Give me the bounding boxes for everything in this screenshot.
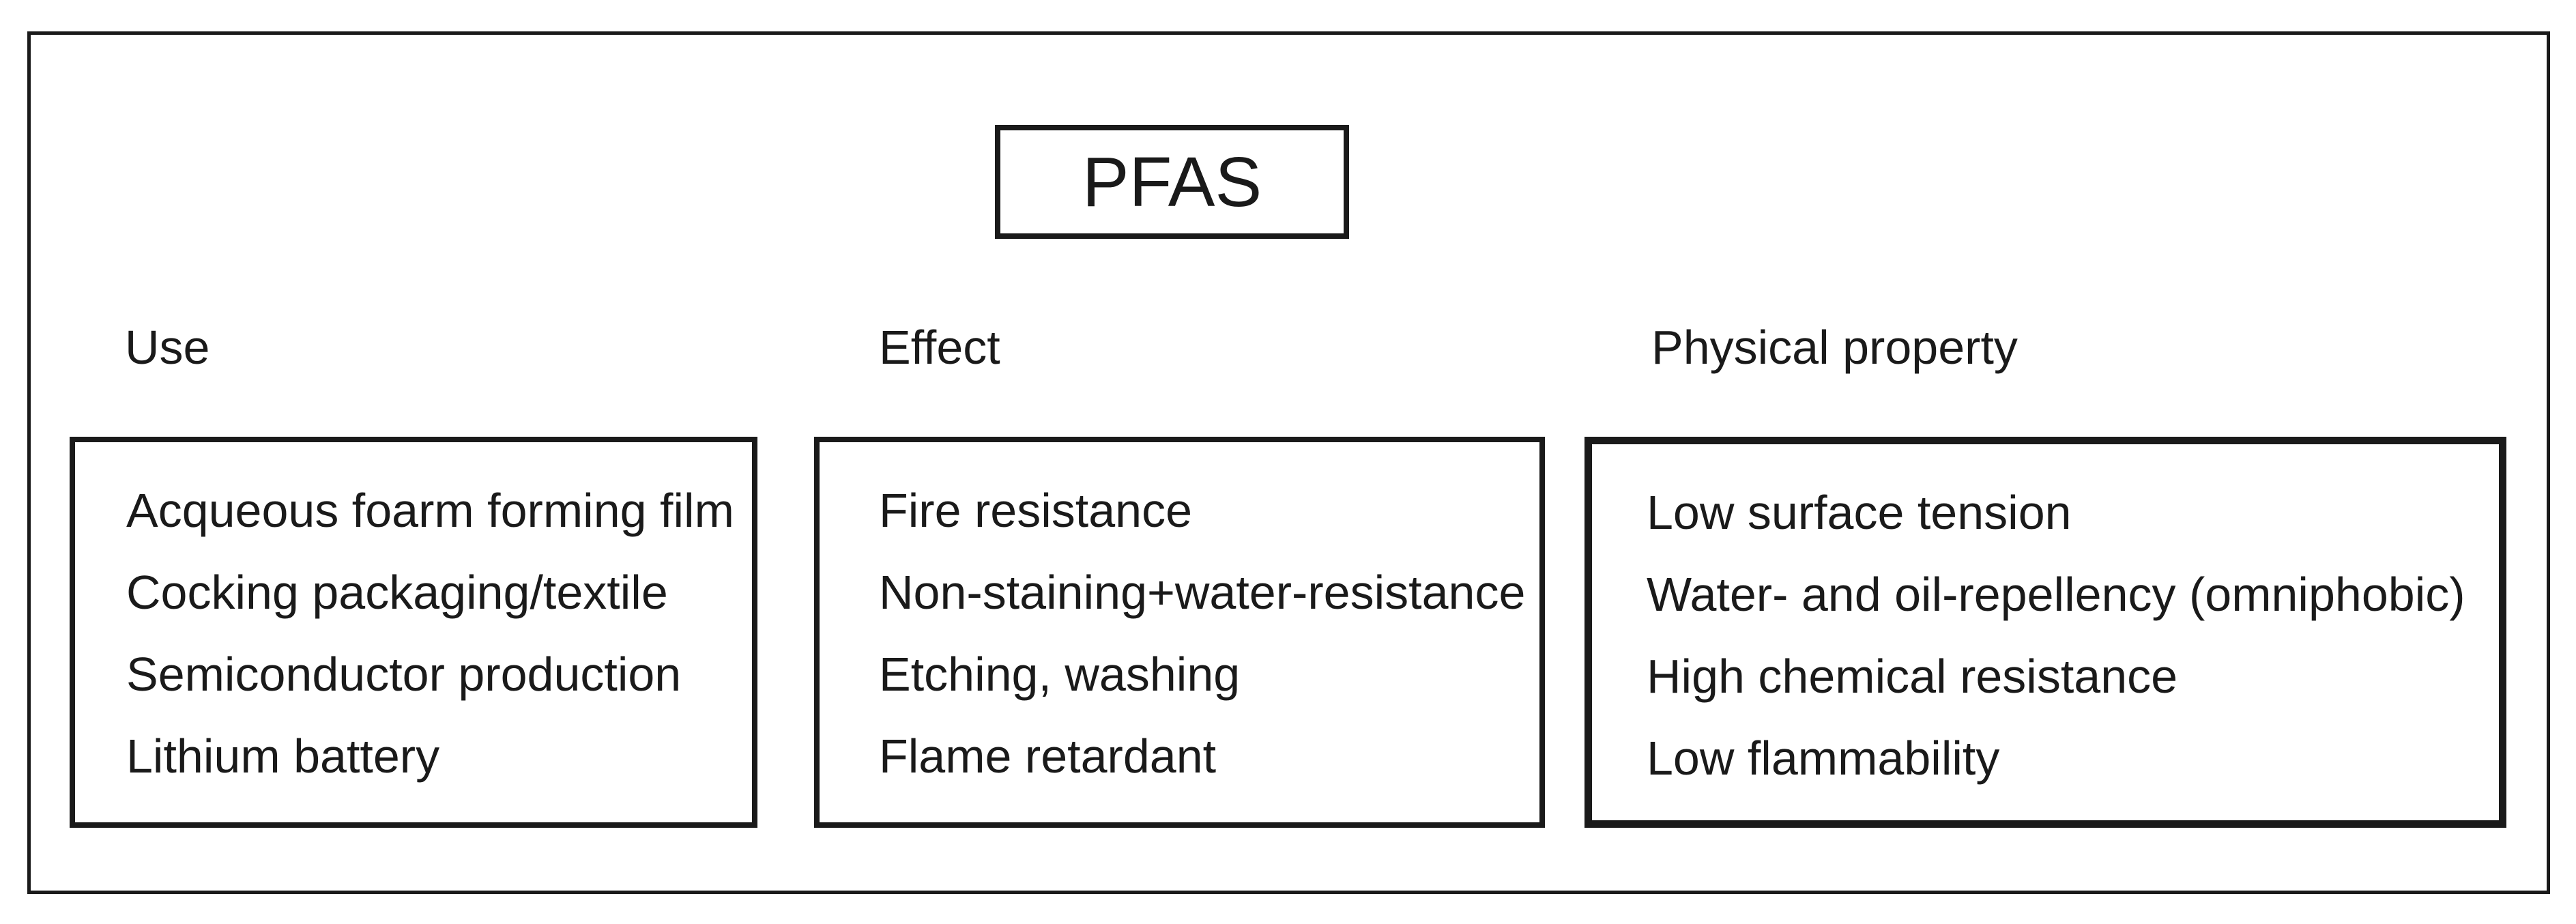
list-item: Fire resistance	[879, 484, 1193, 537]
outer-frame	[27, 31, 2550, 894]
physical-property-list-box: Low surface tension Water- and oil-repel…	[1584, 437, 2506, 828]
use-list-box: Acqueous foarm forming film Cocking pack…	[70, 437, 757, 828]
list-item: Semiconductor production	[126, 648, 682, 701]
column-header-use: Use	[125, 321, 210, 374]
pfas-root-node: PFAS	[995, 125, 1349, 239]
list-item: Non-staining+water-resistance	[879, 566, 1526, 619]
pfas-root-label: PFAS	[1082, 143, 1262, 221]
list-item: High chemical resistance	[1647, 650, 2178, 703]
list-item: Flame retardant	[879, 730, 1217, 783]
column-header-effect: Effect	[879, 321, 1000, 374]
list-item: Lithium battery	[126, 730, 440, 783]
effect-list-box: Fire resistance Non-staining+water-resis…	[814, 437, 1545, 828]
list-item: Water- and oil-repellency (omniphobic)	[1647, 568, 2465, 621]
list-item: Low flammability	[1647, 732, 2000, 785]
list-item: Low surface tension	[1647, 486, 2072, 539]
list-item: Cocking packaging/textile	[126, 566, 668, 619]
list-item: Acqueous foarm forming film	[126, 484, 734, 537]
column-header-physical-property: Physical property	[1651, 321, 2018, 374]
list-item: Etching, washing	[879, 648, 1241, 701]
